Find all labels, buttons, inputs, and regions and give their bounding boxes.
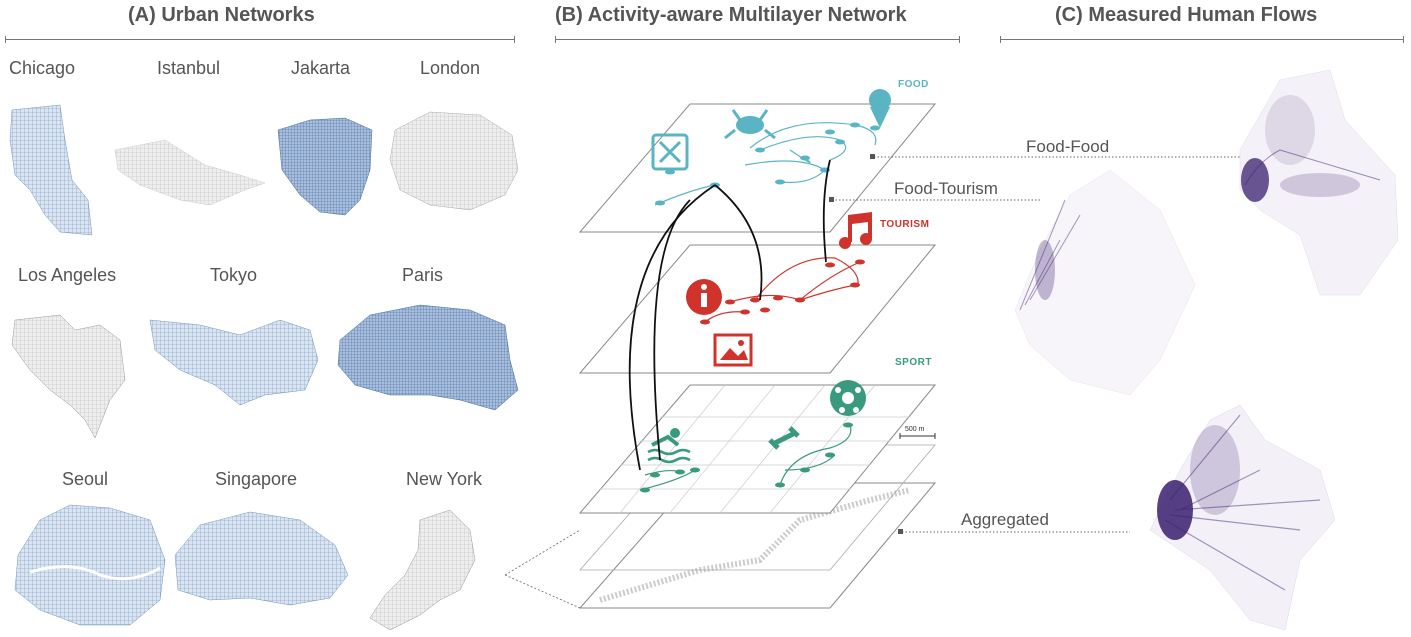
city-label-paris: Paris xyxy=(402,265,444,285)
layer-base-map xyxy=(578,444,937,609)
map-paris xyxy=(337,304,519,411)
map-jakarta xyxy=(277,117,373,216)
flow-map-food-food xyxy=(1239,69,1399,296)
layer-tourism xyxy=(578,244,937,374)
music-note-icon xyxy=(839,212,872,249)
map-tokyo xyxy=(149,319,319,406)
flow-label-aggregated: Aggregated xyxy=(961,510,1049,529)
dumbbell-icon xyxy=(768,426,800,450)
flow-map-aggregated xyxy=(1149,404,1336,631)
map-los-angeles xyxy=(11,314,126,439)
sport-nodes xyxy=(640,422,853,493)
layer-label-tourism: TOURISM xyxy=(880,219,930,230)
scale-label: 500 m xyxy=(905,426,925,433)
city-label-london: London xyxy=(420,58,481,78)
sport-links xyxy=(639,424,852,491)
flow-label-food-food: Food-Food xyxy=(1026,137,1110,156)
city-label-new-york: New York xyxy=(406,469,483,489)
panel-b-title: (B) Activity-aware Multilayer Network xyxy=(555,4,907,26)
scale-bar xyxy=(899,433,936,439)
tourism-nodes xyxy=(700,259,865,325)
flow-label-food-tourism: Food-Tourism xyxy=(894,179,998,198)
city-label-jakarta: Jakarta xyxy=(291,58,351,78)
city-label-chicago: Chicago xyxy=(9,58,76,78)
leader-markers xyxy=(829,154,903,534)
panel-a-rule xyxy=(5,36,515,43)
picture-icon xyxy=(713,333,753,367)
map-chicago xyxy=(9,104,93,236)
map-london xyxy=(389,111,519,211)
leader-lines xyxy=(832,156,1240,533)
layer-label-food: FOOD xyxy=(898,79,929,90)
ice-cream-icon xyxy=(869,89,891,128)
crab-icon xyxy=(724,109,776,140)
flow-map-food-tourism xyxy=(1014,169,1196,396)
city-label-los-angeles: Los Angeles xyxy=(18,265,117,285)
swimmer-icon xyxy=(647,428,691,464)
layer-label-sport: SPORT xyxy=(895,357,932,368)
map-new-york xyxy=(369,509,476,631)
city-label-istanbul: Istanbul xyxy=(157,58,221,78)
map-singapore xyxy=(174,511,349,606)
city-label-tokyo: Tokyo xyxy=(210,265,258,285)
inter-layer-links xyxy=(628,159,831,471)
fork-knife-icon xyxy=(651,133,689,171)
layer-sport xyxy=(578,384,937,514)
map-seoul xyxy=(14,504,166,626)
soccer-ball-icon xyxy=(830,380,866,416)
panel-c-rule xyxy=(1000,36,1404,43)
city-label-seoul: Seoul xyxy=(62,469,109,489)
panel-a-title: (A) Urban Networks xyxy=(128,4,315,26)
city-label-singapore: Singapore xyxy=(215,469,298,489)
base-map-projection xyxy=(504,529,581,609)
panel-b-rule xyxy=(555,36,960,43)
info-icon xyxy=(686,279,722,315)
map-istanbul xyxy=(114,139,266,206)
panel-c-title: (C) Measured Human Flows xyxy=(1055,4,1318,26)
